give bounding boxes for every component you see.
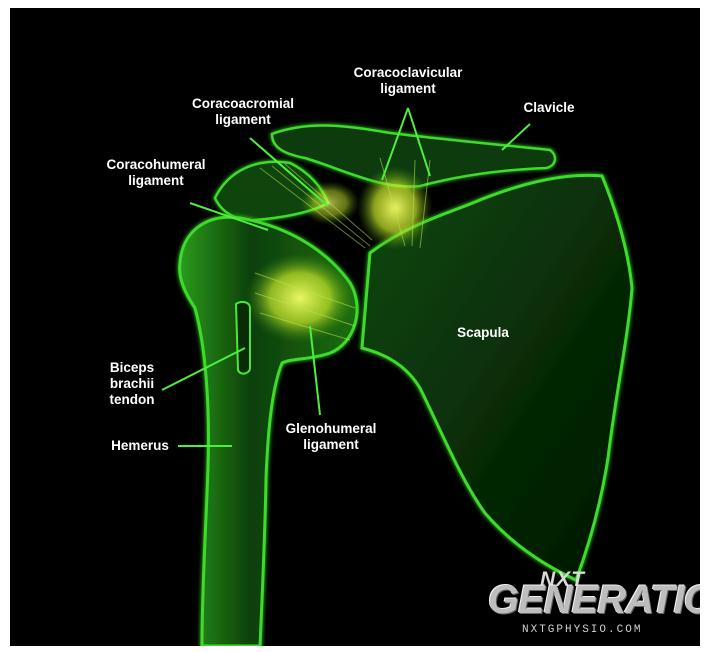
label-coracohumeral-line1: Coracohumeral [94,157,218,173]
label-clavicle-text: Clavicle [514,100,584,116]
label-coracoacromial-line2: ligament [180,112,306,128]
logo-generation-text: GENERATION [488,578,700,623]
label-coracohumeral-line2: ligament [94,173,218,189]
label-coracohumeral: Coracohumeral ligament [94,157,218,189]
label-coracoclavicular-line1: Coracoclavicular [346,65,470,81]
label-biceps-line1: Biceps [102,360,162,376]
label-glenohumeral-line2: ligament [276,437,386,453]
shoulder-anatomy-illustration [10,8,700,646]
diagram-frame: Coracoclavicular ligament Coracoacromial… [10,8,700,646]
glenohumeral-ligament-glow [245,253,355,343]
label-coracoacromial: Coracoacromial ligament [180,96,306,128]
label-hemerus-text: Hemerus [104,438,176,454]
label-coracoacromial-line1: Coracoacromial [180,96,306,112]
logo-site-text: NXTGPHYSIO.COM [522,624,642,636]
label-coracoclavicular: Coracoclavicular ligament [346,65,470,97]
label-coracoclavicular-line2: ligament [346,81,470,97]
label-biceps-line2: brachii [102,376,162,392]
label-scapula: Scapula [448,325,518,341]
label-glenohumeral-line1: Glenohumeral [276,421,386,437]
label-biceps: Biceps brachii tendon [102,360,162,408]
label-clavicle: Clavicle [514,100,584,116]
label-biceps-line3: tendon [102,392,162,408]
label-glenohumeral: Glenohumeral ligament [276,421,386,453]
biceps-tendon-shape [236,302,250,374]
nxt-generation-logo: NXT GENERATION NXTGPHYSIO.COM [488,566,694,642]
label-hemerus: Hemerus [104,438,176,454]
label-scapula-text: Scapula [448,325,518,341]
